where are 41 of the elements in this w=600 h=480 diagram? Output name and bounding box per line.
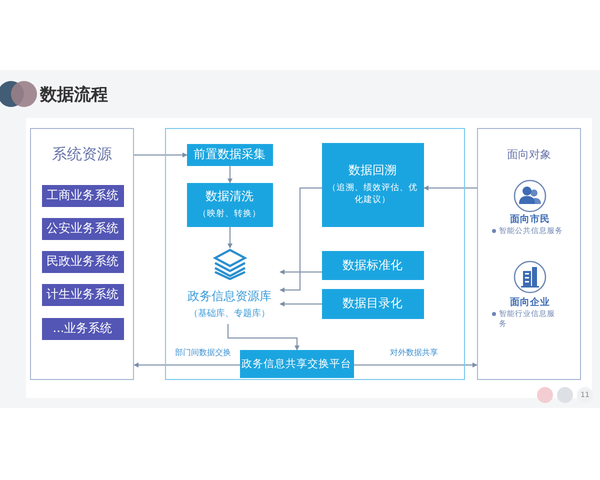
slide-title: 数据流程 — [40, 84, 108, 106]
edge-label: 对外数据共享 — [390, 347, 438, 358]
connector-arrow — [228, 166, 232, 184]
connector-arrow — [280, 302, 322, 306]
box-title: 数据清洗 — [206, 188, 254, 206]
process-box — [240, 350, 354, 378]
connector-arrow — [228, 324, 300, 350]
database-sublabel: （基础库、专题库） — [189, 308, 270, 320]
connector-arrow — [228, 226, 232, 248]
box-subtitle: （追溯、绩效评估、优化建议） — [326, 183, 418, 207]
process-box — [322, 250, 424, 280]
panel — [30, 128, 134, 380]
process-box — [322, 142, 424, 226]
box-title: 数据回溯 — [348, 162, 396, 180]
database-label: 政务信息资源库 — [188, 288, 272, 304]
system-box: ...业务系统 — [42, 318, 124, 340]
connector-arrow — [424, 186, 478, 190]
audience-title: 面向市民 — [509, 213, 551, 226]
panel-heading: 面向对象 — [506, 147, 552, 162]
box-title: 数据标准化 — [342, 256, 402, 274]
connector-arrow — [280, 188, 322, 292]
system-box: 工商业务系统 — [42, 184, 124, 206]
box-title: 前置数据采集 — [194, 146, 266, 163]
box-title: 数据目录化 — [342, 295, 402, 312]
process-box — [322, 288, 424, 318]
connector-arrow — [354, 362, 478, 368]
system-box: 民政业务系统 — [42, 250, 124, 272]
connector-arrow — [134, 362, 240, 368]
box-title: 政务信息共享交换平台 — [242, 356, 352, 370]
system-box: 公安业务系统 — [42, 218, 124, 240]
connector-arrow — [134, 152, 188, 158]
system-box: 计生业务系统 — [42, 284, 124, 306]
audience-title: 面向企业 — [509, 296, 551, 309]
connector-arrow — [280, 270, 322, 274]
process-box — [186, 182, 272, 226]
panel-heading: 系统资源 — [51, 145, 113, 164]
box-subtitle: （映射、转换） — [197, 209, 262, 221]
edge-label: 部门间数据交换 — [175, 347, 231, 358]
panel-frame — [165, 128, 465, 380]
panel — [477, 128, 581, 380]
process-box — [186, 144, 272, 166]
